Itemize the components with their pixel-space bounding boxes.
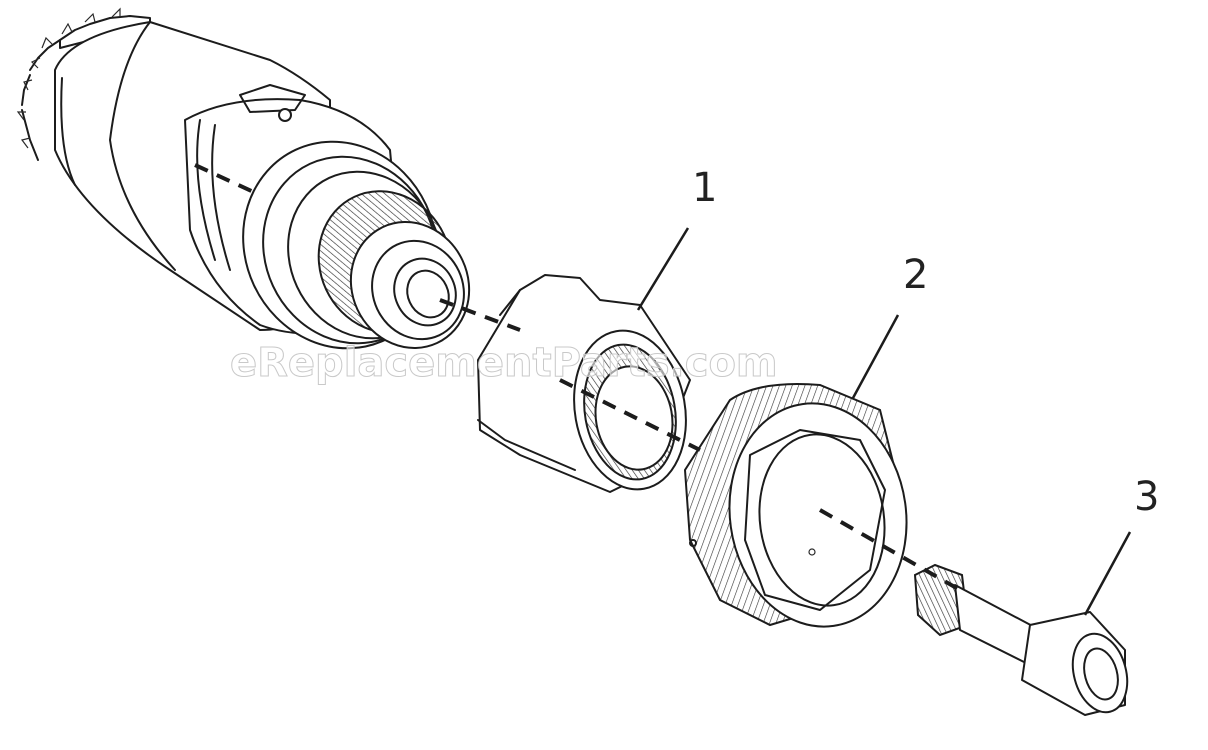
callout-label-1: 1 [692,165,718,211]
part-2-knurled-nut [683,383,908,628]
watermark-text: eReplacementParts.com [230,340,779,387]
callout-label-2: 2 [903,252,929,298]
motor-housing [16,7,471,350]
leader-line-3 [1083,531,1132,616]
callout-label-3: 3 [1134,474,1160,520]
leader-line-1 [636,227,690,311]
axis-line [194,163,961,592]
part-3-splined-coupler [913,563,1129,716]
part-1-sleeve [477,274,691,493]
leader-line-2 [851,314,900,399]
